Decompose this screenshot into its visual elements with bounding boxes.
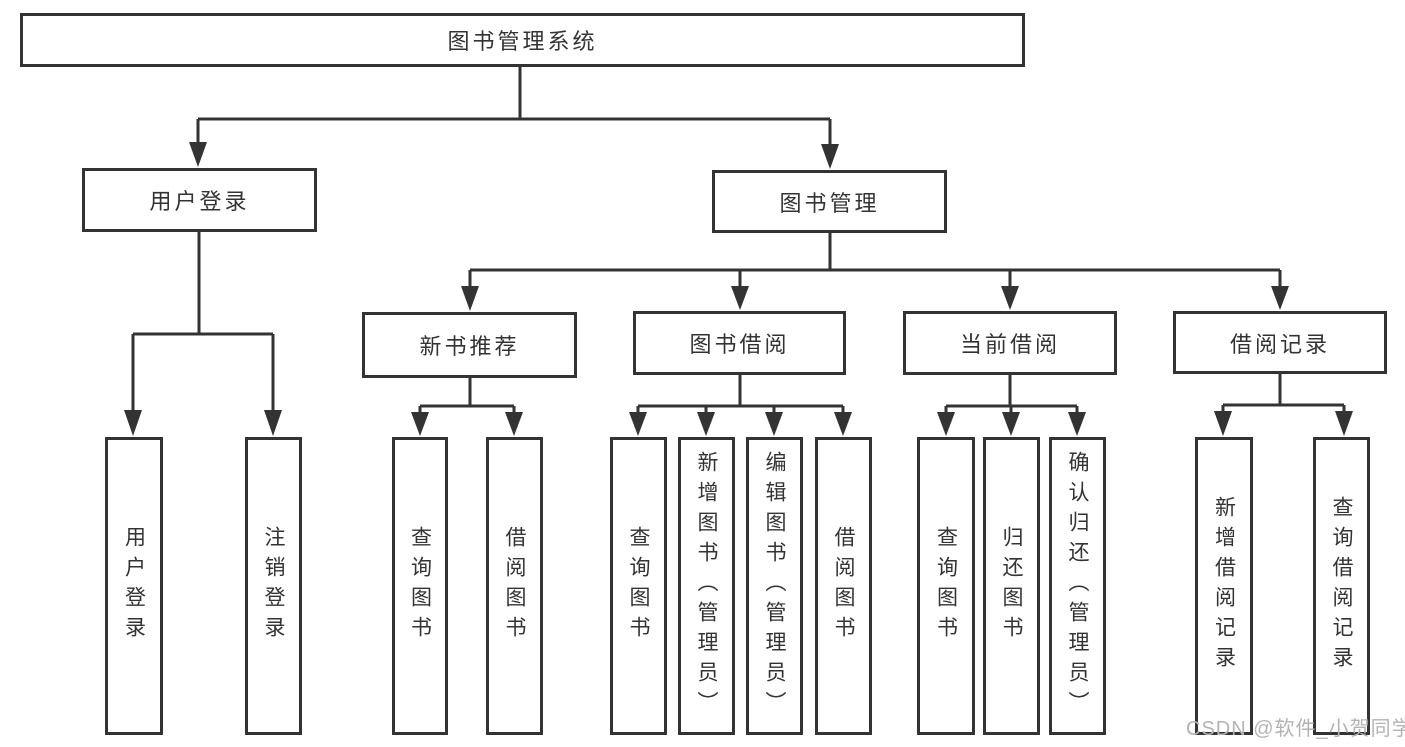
- leaf-query-books-borrowing: 查询图书: [610, 437, 667, 735]
- leaf-return-books: 归还图书: [983, 437, 1040, 735]
- node-new-book-recommend: 新书推荐: [362, 312, 577, 378]
- connector-lines: [131, 67, 1346, 414]
- leaf-query-books-current: 查询图书: [917, 437, 975, 735]
- csdn-watermark: CSDN @软件_小贺同学: [1186, 718, 1405, 740]
- leaf-user-login: 用户登录: [105, 437, 163, 735]
- node-user-login: 用户登录: [82, 168, 317, 232]
- leaf-edit-book-admin: 编辑图书（管理员）: [746, 437, 803, 735]
- leaf-query-borrow-record: 查询借阅记录: [1313, 437, 1370, 735]
- leaf-borrow-books-recommend: 借阅图书: [486, 437, 543, 735]
- node-library-system: 图书管理系统: [20, 13, 1025, 67]
- node-current-borrowing: 当前借阅: [903, 311, 1117, 375]
- leaf-confirm-return-admin: 确认归还（管理员）: [1049, 437, 1106, 735]
- node-borrowing-records: 借阅记录: [1173, 311, 1387, 374]
- leaf-add-book-admin: 新增图书（管理员）: [678, 437, 735, 735]
- node-book-borrowing: 图书借阅: [633, 311, 846, 375]
- node-book-management: 图书管理: [712, 170, 947, 233]
- connector-arrowheads: [124, 142, 1353, 436]
- leaf-query-books-recommend: 查询图书: [392, 437, 448, 735]
- leaf-add-borrow-record: 新增借阅记录: [1195, 437, 1253, 735]
- leaf-logout: 注销登录: [245, 437, 302, 735]
- leaf-borrow-books: 借阅图书: [815, 437, 872, 735]
